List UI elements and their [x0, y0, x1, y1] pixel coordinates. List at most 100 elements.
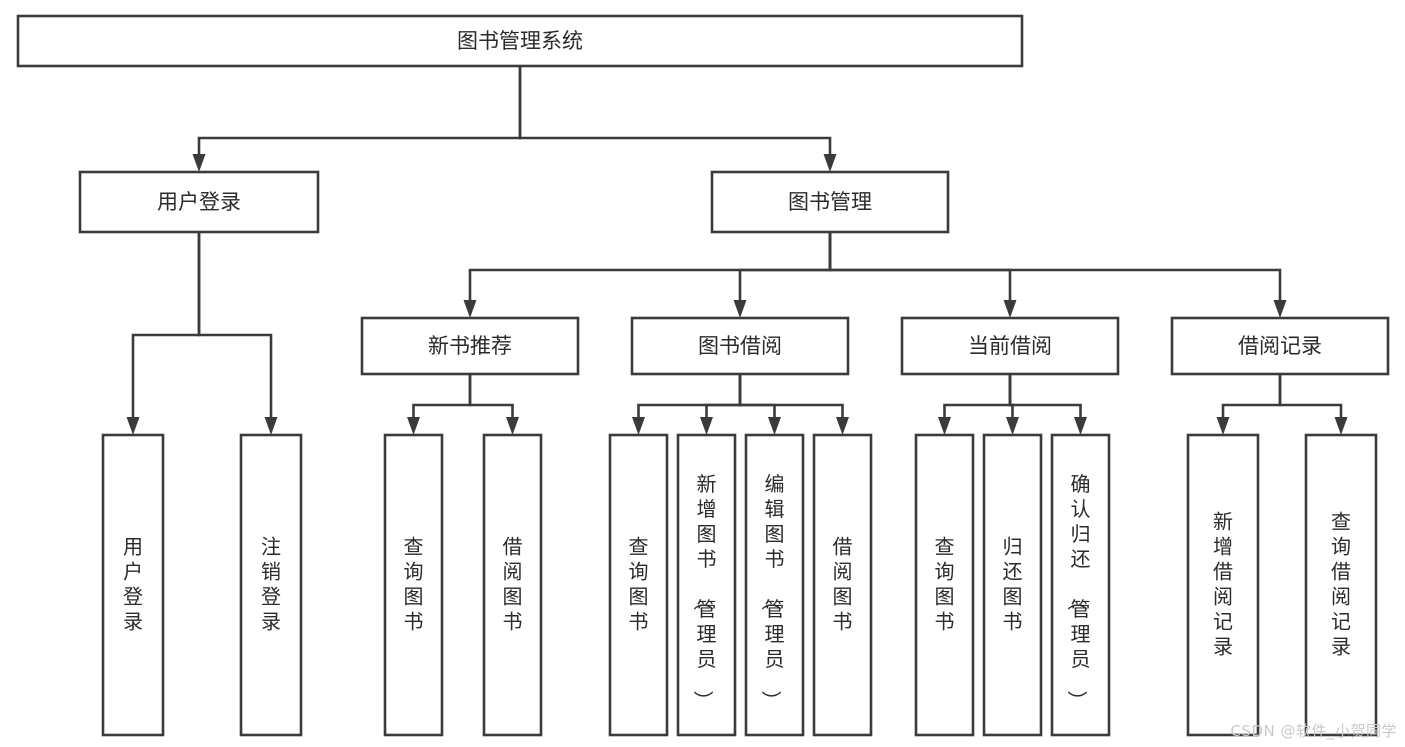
- arrow-head-icon: [192, 154, 206, 172]
- connector-path: [705, 374, 742, 419]
- node-label: 查询图书: [629, 534, 649, 633]
- node-label: 注销登录: [261, 534, 281, 633]
- connector-path: [828, 232, 1012, 302]
- node-leaf-br-add[interactable]: 新增借阅记录: [1186, 433, 1260, 737]
- node-label: 图书借阅: [698, 334, 782, 358]
- connector-path: [197, 66, 522, 156]
- arrow-head-icon: [126, 417, 140, 435]
- connector-path: [637, 374, 742, 419]
- node-box: [608, 433, 669, 737]
- connector-path: [738, 232, 832, 302]
- node-box: [630, 316, 850, 376]
- node-leaf-bb-edit[interactable]: 编辑图书（管理员）: [744, 433, 805, 737]
- node-box: [1170, 316, 1390, 376]
- connector-user-login-to-leaf-user-login: [126, 232, 201, 435]
- node-current-borrow[interactable]: 当前借阅: [900, 316, 1120, 376]
- connector-borrow-record-to-leaf-br-add: [1216, 374, 1282, 435]
- connector-path: [468, 232, 832, 302]
- node-label: 新增图书（管理员）: [692, 472, 717, 711]
- node-leaf-bb-query[interactable]: 查询图书: [608, 433, 669, 737]
- node-leaf-cb-return[interactable]: 归还图书: [982, 433, 1043, 737]
- arrow-head-icon: [1003, 300, 1017, 318]
- node-borrow-record[interactable]: 借阅记录: [1170, 316, 1390, 376]
- node-label: 图书管理系统: [457, 29, 583, 53]
- arrow-head-icon: [733, 300, 747, 318]
- node-box: [482, 433, 543, 737]
- connector-path: [943, 374, 1012, 419]
- node-label: 确认归还（管理员）: [1066, 472, 1091, 711]
- node-leaf-cb-confirm[interactable]: 确认归还（管理员）: [1050, 433, 1111, 737]
- node-box: [1186, 433, 1260, 737]
- node-root[interactable]: 图书管理系统: [16, 14, 1024, 68]
- node-leaf-bb-borrow[interactable]: 借阅图书: [812, 433, 873, 737]
- connector-user-login-to-leaf-user-logout: [197, 232, 278, 435]
- connector-path: [468, 374, 514, 419]
- connector-path: [197, 232, 273, 419]
- connector-book-manage-to-book-borrow: [733, 232, 832, 318]
- node-user-login[interactable]: 用户登录: [78, 170, 320, 234]
- node-label: 借阅记录: [1238, 334, 1322, 358]
- node-leaf-user-login[interactable]: 用户登录: [101, 433, 165, 737]
- arrow-head-icon: [938, 417, 951, 435]
- connector-current-borrow-to-leaf-cb-query: [938, 374, 1012, 435]
- connector-book-borrow-to-leaf-bb-add: [700, 374, 742, 435]
- connector-book-manage-to-new-book-rec: [463, 232, 832, 318]
- arrow-head-icon: [823, 154, 837, 172]
- arrow-head-icon: [1074, 417, 1087, 435]
- arrow-head-icon: [1334, 417, 1348, 435]
- connector-path: [738, 374, 844, 419]
- node-box: [812, 433, 873, 737]
- node-leaf-bb-add[interactable]: 新增图书（管理员）: [676, 433, 737, 737]
- arrow-head-icon: [632, 417, 645, 435]
- connector-root-to-user-login: [192, 66, 522, 172]
- node-box: [101, 433, 165, 737]
- node-new-book-rec[interactable]: 新书推荐: [360, 316, 580, 376]
- arrow-head-icon: [264, 417, 278, 435]
- node-layer: 图书管理系统用户登录图书管理新书推荐图书借阅当前借阅借阅记录用户登录注销登录查询…: [16, 14, 1390, 737]
- node-label: 新书推荐: [428, 334, 512, 358]
- node-label: 查询图书: [404, 534, 424, 633]
- node-book-borrow[interactable]: 图书借阅: [630, 316, 850, 376]
- node-box: [383, 433, 444, 737]
- arrow-head-icon: [1216, 417, 1230, 435]
- node-box: [744, 433, 805, 737]
- node-leaf-user-logout[interactable]: 注销登录: [239, 433, 303, 737]
- arrow-head-icon: [1273, 300, 1287, 318]
- connector-borrow-record-to-leaf-br-query: [1278, 374, 1348, 435]
- arrow-head-icon: [700, 417, 713, 435]
- arrow-head-icon: [836, 417, 849, 435]
- node-label: 当前借阅: [968, 334, 1052, 358]
- connector-book-manage-to-current-borrow: [828, 232, 1017, 318]
- node-label: 新增借阅记录: [1213, 509, 1233, 658]
- node-label: 借阅图书: [833, 534, 853, 633]
- arrow-head-icon: [407, 417, 420, 435]
- node-leaf-cb-query[interactable]: 查询图书: [914, 433, 975, 737]
- connector-book-manage-to-borrow-record: [828, 232, 1287, 318]
- connector-path: [1221, 374, 1282, 419]
- node-box: [78, 170, 320, 234]
- arrow-head-icon: [768, 417, 781, 435]
- node-box: [982, 433, 1043, 737]
- node-box: [710, 170, 950, 234]
- node-label: 用户登录: [123, 534, 143, 633]
- connector-path: [1278, 374, 1343, 419]
- node-label: 编辑图书（管理员）: [760, 472, 785, 711]
- connector-path: [738, 374, 776, 419]
- node-label: 用户登录: [157, 190, 241, 214]
- connector-path: [828, 232, 1282, 302]
- node-box: [239, 433, 303, 737]
- node-book-manage[interactable]: 图书管理: [710, 170, 950, 234]
- node-box: [1050, 433, 1111, 737]
- node-box: [360, 316, 580, 376]
- arrow-head-icon: [463, 300, 477, 318]
- node-box: [676, 433, 737, 737]
- connector-new-book-rec-to-leaf-rec-borrow: [468, 374, 519, 435]
- node-leaf-rec-borrow[interactable]: 借阅图书: [482, 433, 543, 737]
- connector-layer: [126, 66, 1348, 435]
- node-label: 借阅图书: [503, 534, 523, 633]
- node-leaf-rec-query[interactable]: 查询图书: [383, 433, 444, 737]
- connector-new-book-rec-to-leaf-rec-query: [407, 374, 472, 435]
- arrow-head-icon: [1006, 417, 1019, 435]
- node-box: [1304, 433, 1378, 737]
- node-leaf-br-query[interactable]: 查询借阅记录: [1304, 433, 1378, 737]
